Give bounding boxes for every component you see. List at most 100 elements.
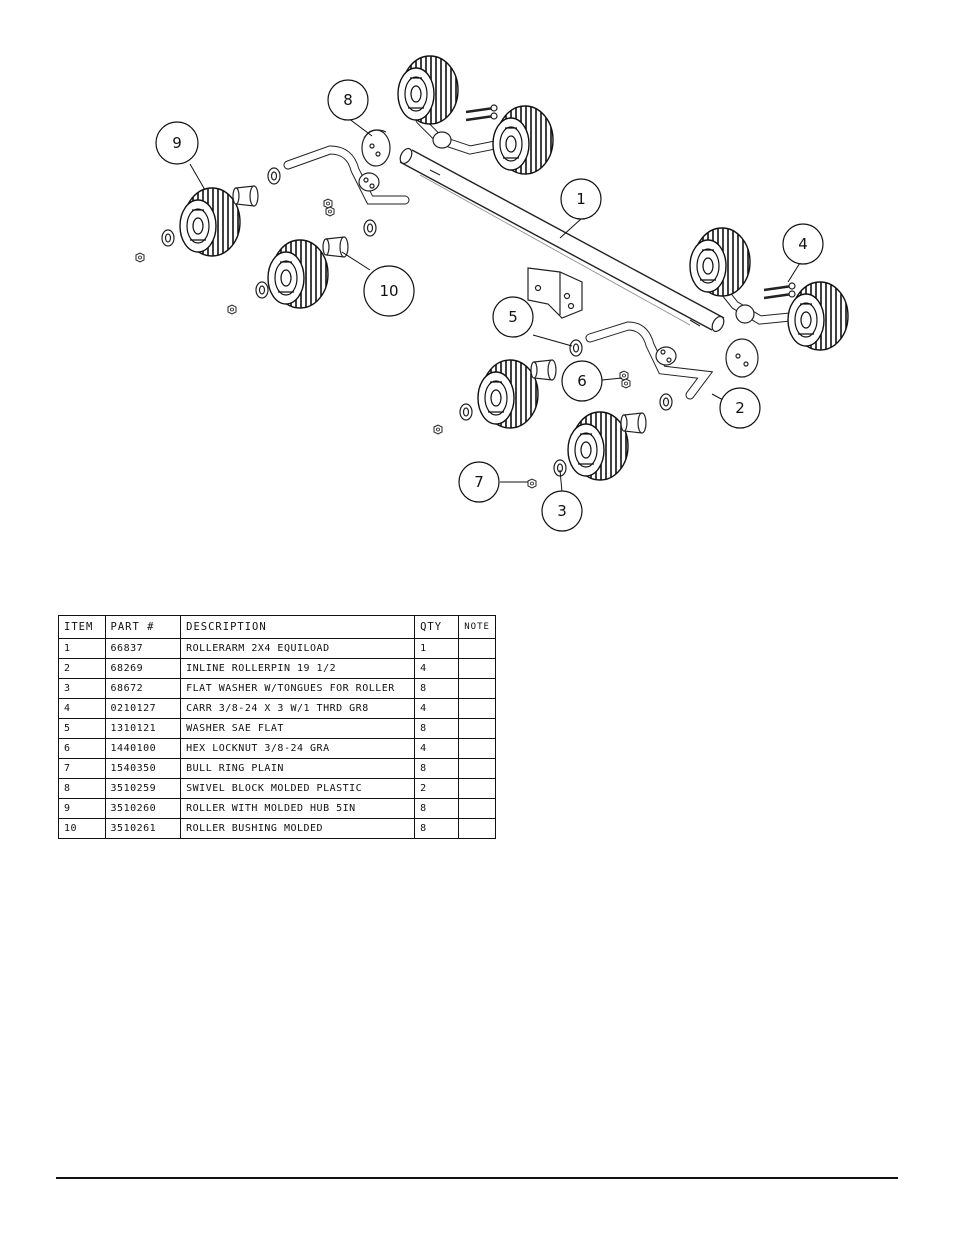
cell-note xyxy=(458,718,496,739)
roller-right-rear xyxy=(689,227,751,297)
cell-qty: 8 xyxy=(414,678,460,699)
cell-part: 1310121 xyxy=(104,718,182,739)
cell-part: 68672 xyxy=(104,678,182,699)
svg-text:6: 6 xyxy=(577,372,587,390)
carriage-bolts-upper xyxy=(465,104,498,122)
svg-text:8: 8 xyxy=(343,91,353,109)
callout-2: 2 xyxy=(719,387,761,429)
sae-washer-3 xyxy=(569,339,583,357)
cell-part: 68269 xyxy=(104,658,182,679)
cell-description: FLAT WASHER W/TONGUES FOR ROLLER xyxy=(180,678,416,699)
table-row: 3 68672 FLAT WASHER W/TONGUES FOR ROLLER… xyxy=(58,678,496,699)
bom-header-row: ITEM PART # DESCRIPTION QTY NOTE xyxy=(58,615,496,639)
cell-item: 3 xyxy=(58,678,106,699)
footer-rule xyxy=(56,1177,898,1179)
locknut-1 xyxy=(323,198,333,209)
bull-ring-4 xyxy=(527,478,537,489)
cell-item: 2 xyxy=(58,658,106,679)
callout-8: 8 xyxy=(327,79,369,121)
callout-4: 4 xyxy=(782,223,824,265)
cell-qty: 4 xyxy=(414,738,460,759)
cell-item: 10 xyxy=(58,818,106,839)
flat-washer-1 xyxy=(161,229,175,247)
mounting-bracket xyxy=(527,267,583,319)
cell-note xyxy=(458,698,496,719)
svg-text:2: 2 xyxy=(735,399,745,417)
cell-description: CARR 3/8-24 X 3 W/1 THRD GR8 xyxy=(180,698,416,719)
cell-qty: 8 xyxy=(414,798,460,819)
roller-pin-lower xyxy=(585,321,714,400)
cell-part: 1440100 xyxy=(104,738,182,759)
cell-description: INLINE ROLLERPIN 19 1/2 xyxy=(180,658,416,679)
bull-ring-1 xyxy=(135,252,145,263)
sae-washer-2 xyxy=(363,219,377,237)
cell-description: SWIVEL BLOCK MOLDED PLASTIC xyxy=(180,778,416,799)
bushing-lower-right xyxy=(620,412,647,434)
cell-part: 1540350 xyxy=(104,758,182,779)
cell-description: ROLLER WITH MOLDED HUB 5IN xyxy=(180,798,416,819)
cell-note xyxy=(458,638,496,659)
flat-washer-2 xyxy=(255,281,269,299)
svg-text:10: 10 xyxy=(379,282,398,300)
cell-qty: 8 xyxy=(414,758,460,779)
roller-arm-tube xyxy=(399,147,725,333)
cell-note xyxy=(458,758,496,779)
cell-item: 8 xyxy=(58,778,106,799)
cell-item: 4 xyxy=(58,698,106,719)
bull-ring-3 xyxy=(433,424,443,435)
locknut-3 xyxy=(619,370,629,381)
roller-upper-left xyxy=(179,187,241,257)
table-row: 9 3510260 ROLLER WITH MOLDED HUB 5IN 8 xyxy=(58,798,496,819)
cell-part: 0210127 xyxy=(104,698,182,719)
sae-washer-1 xyxy=(267,167,281,185)
cell-item: 1 xyxy=(58,638,106,659)
roller-lower-left xyxy=(477,359,539,429)
callout-5: 5 xyxy=(492,296,534,338)
table-row: 10 3510261 ROLLER BUSHING MOLDED 8 xyxy=(58,818,496,839)
roller-top-right xyxy=(492,105,554,175)
cell-item: 5 xyxy=(58,718,106,739)
sae-washer-4 xyxy=(659,393,673,411)
bull-ring-2 xyxy=(227,304,237,315)
cell-item: 9 xyxy=(58,798,106,819)
callout-9: 9 xyxy=(155,121,199,165)
header-part-number: PART # xyxy=(104,615,182,639)
callout-7: 7 xyxy=(458,461,500,503)
swivel-block-lower xyxy=(725,338,759,378)
cell-description: HEX LOCKNUT 3/8-24 GRA xyxy=(180,738,416,759)
svg-text:7: 7 xyxy=(474,473,484,491)
carriage-bolts-right xyxy=(763,282,796,300)
cell-qty: 8 xyxy=(414,718,460,739)
table-row: 8 3510259 SWIVEL BLOCK MOLDED PLASTIC 2 xyxy=(58,778,496,799)
roller-right-front xyxy=(787,281,849,351)
cell-item: 6 xyxy=(58,738,106,759)
cell-note xyxy=(458,818,496,839)
roller-lower-right xyxy=(567,411,629,481)
bushing-upper-left xyxy=(232,185,259,207)
locknut-4 xyxy=(621,378,631,389)
bill-of-materials-table: ITEM PART # DESCRIPTION QTY NOTE 1 66837… xyxy=(58,615,496,839)
svg-text:3: 3 xyxy=(557,502,567,520)
cell-note xyxy=(458,778,496,799)
cell-description: WASHER SAE FLAT xyxy=(180,718,416,739)
cell-part: 3510261 xyxy=(104,818,182,839)
table-row: 7 1540350 BULL RING PLAIN 8 xyxy=(58,758,496,779)
bushing-lower-left xyxy=(530,359,557,381)
locknut-2 xyxy=(325,206,335,217)
cell-qty: 4 xyxy=(414,698,460,719)
cell-note xyxy=(458,738,496,759)
table-row: 6 1440100 HEX LOCKNUT 3/8-24 GRA 4 xyxy=(58,738,496,759)
header-item: ITEM xyxy=(58,615,106,639)
flat-washer-3 xyxy=(459,403,473,421)
cell-qty: 4 xyxy=(414,658,460,679)
swivel-block-upper xyxy=(361,129,391,167)
header-description: DESCRIPTION xyxy=(180,615,416,639)
cell-note xyxy=(458,678,496,699)
exploded-assembly-drawing: 1 2 3 4 5 6 7 8 9 10 xyxy=(135,55,849,532)
callout-3: 3 xyxy=(541,490,583,532)
cell-note xyxy=(458,798,496,819)
cell-description: BULL RING PLAIN xyxy=(180,758,416,779)
table-row: 1 66837 ROLLERARM 2X4 EQUILOAD 1 xyxy=(58,638,496,659)
cell-description: ROLLERARM 2X4 EQUILOAD xyxy=(180,638,416,659)
roller-pin-upper-left xyxy=(283,145,410,205)
